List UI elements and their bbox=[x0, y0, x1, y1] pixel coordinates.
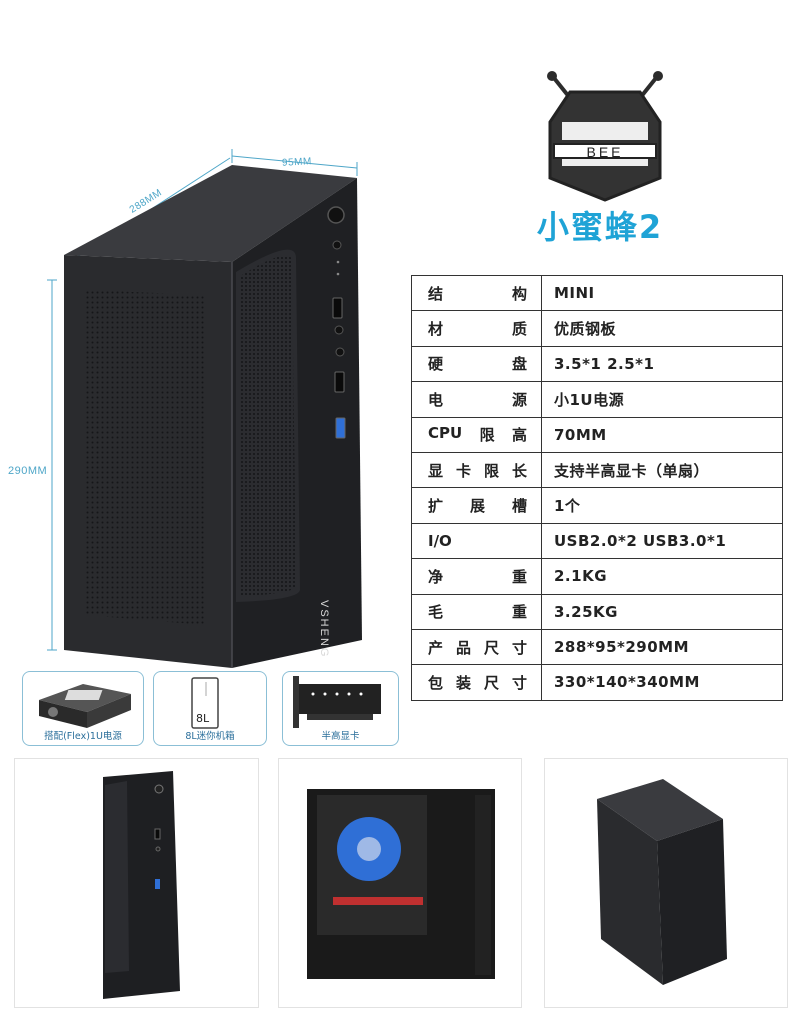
spec-value: 330*140*340MM bbox=[541, 664, 783, 701]
spec-value: 小1U电源 bbox=[541, 381, 783, 418]
photo-interior-view bbox=[278, 758, 522, 1008]
height-dimension-label: 290MM bbox=[8, 465, 48, 477]
case-illustration bbox=[47, 149, 362, 668]
spec-value: 3.25KG bbox=[541, 593, 783, 630]
photo-angle-view bbox=[544, 758, 788, 1008]
spec-key: 结构 bbox=[411, 274, 542, 312]
bee-logo: BEE bbox=[540, 70, 670, 220]
graphics-card-icon bbox=[293, 676, 381, 728]
spec-value: 70MM bbox=[541, 416, 783, 453]
case-brand-text: VSHENG bbox=[318, 600, 330, 659]
spec-value: 2.1KG bbox=[541, 558, 783, 595]
spec-value: 支持半高显卡（单扇） bbox=[541, 451, 783, 489]
bee-logo-icon bbox=[547, 71, 663, 202]
spec-key: 电源 bbox=[411, 381, 542, 418]
spec-key: I/O bbox=[411, 522, 542, 560]
spec-key: 材质 bbox=[411, 310, 542, 347]
feature-8l-case: 8L 8L迷你机箱 bbox=[153, 671, 267, 746]
spec-key: 显卡限长 bbox=[411, 451, 542, 489]
feature-badge: 8L bbox=[196, 712, 210, 725]
spec-row: 材质优质钢板 bbox=[411, 310, 783, 347]
width-dimension-label: 95MM bbox=[281, 156, 313, 169]
spec-key: 产品尺寸 bbox=[411, 628, 542, 666]
feature-flex-psu: 搭配(Flex)1U电源 bbox=[22, 671, 144, 746]
feature-caption: 半高显卡 bbox=[321, 731, 360, 742]
feature-caption: 8L迷你机箱 bbox=[185, 731, 235, 742]
logo-badge-text: BEE bbox=[586, 144, 624, 160]
spec-key: 包装尺寸 bbox=[411, 664, 542, 701]
mini-case-icon bbox=[191, 677, 219, 729]
spec-row: 电源小1U电源 bbox=[411, 381, 783, 418]
feature-caption: 搭配(Flex)1U电源 bbox=[44, 731, 122, 742]
spec-value: 288*95*290MM bbox=[541, 628, 783, 666]
spec-row: 显卡限长支持半高显卡（单扇） bbox=[411, 451, 783, 489]
product-name: 小蜜蜂2 bbox=[536, 208, 664, 246]
spec-value: USB2.0*2 USB3.0*1 bbox=[541, 522, 783, 560]
spec-key: 毛重 bbox=[411, 593, 542, 630]
photo-front-view bbox=[14, 758, 259, 1008]
main-case-render: 95MM 288MM 290MM VSHENG bbox=[0, 0, 400, 668]
spec-key: 硬盘 bbox=[411, 345, 542, 383]
spec-key: 净重 bbox=[411, 558, 542, 595]
spec-value: 3.5*1 2.5*1 bbox=[541, 345, 783, 383]
feature-half-height-gpu: 半高显卡 bbox=[282, 671, 399, 746]
spec-value: MINI bbox=[541, 274, 783, 312]
spec-key: 扩展槽 bbox=[411, 487, 542, 524]
psu-icon bbox=[39, 684, 131, 728]
spec-value: 优质钢板 bbox=[541, 310, 783, 347]
spec-value: 1个 bbox=[541, 487, 783, 524]
